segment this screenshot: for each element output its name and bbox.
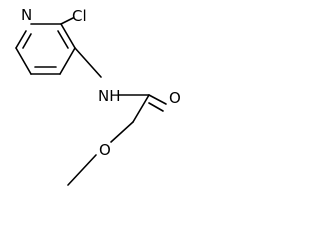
bond-ch2-oxygen <box>110 121 134 143</box>
bond-c2-cl <box>60 17 74 25</box>
bond-c6-n <box>15 30 27 49</box>
bond-carbonyl-o-outer <box>148 94 167 105</box>
ring-nitrogen-label: N <box>21 6 32 24</box>
bond-oxygen-methyl <box>67 154 97 186</box>
bond-inner-c6-n <box>22 33 32 49</box>
amide-nh-label: NH <box>98 87 121 105</box>
bond-inner-c2-c3 <box>57 30 69 49</box>
bond-c3-c4 <box>59 47 76 75</box>
pyridine-ring <box>15 23 76 75</box>
ether-oxygen-label: O <box>99 141 111 159</box>
bond-c5-c6 <box>15 47 32 75</box>
bond-carbonyl-ch2 <box>132 94 150 123</box>
chemical-structure: N Cl NH O O <box>15 6 181 186</box>
bond-c2-c3 <box>60 23 76 49</box>
chlorine-label: Cl <box>72 7 87 25</box>
carbonyl-oxygen-label: O <box>169 89 181 107</box>
bond-c3-nh <box>74 47 102 78</box>
bond-carbonyl-o-inner <box>148 102 164 112</box>
